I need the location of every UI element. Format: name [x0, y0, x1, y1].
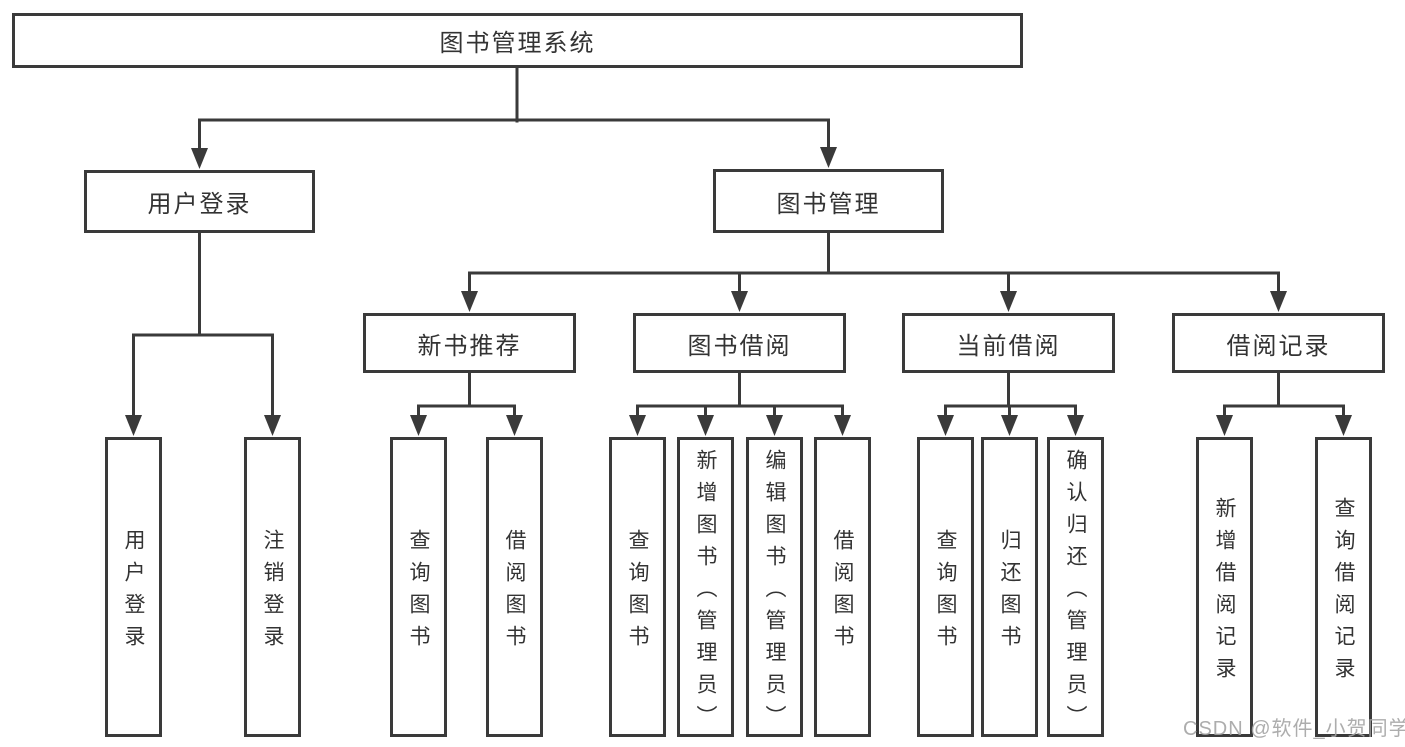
arrowhead-icon	[834, 415, 851, 436]
leaf-recommend-query-books: 查询图书	[390, 437, 447, 737]
leaf-label: 确认归还（管理员）	[1064, 448, 1087, 737]
arrowhead-icon	[1216, 415, 1233, 436]
arrowhead-icon	[191, 148, 208, 169]
leaf-borrow-edit-books-admin: 编辑图书（管理员）	[746, 437, 803, 737]
node-book-borrow: 图书借阅	[633, 313, 846, 373]
node-borrow-records: 借阅记录	[1172, 313, 1385, 373]
node-library-system: 图书管理系统	[12, 13, 1023, 68]
leaf-recommend-borrow-books: 借阅图书	[486, 437, 543, 737]
arrowhead-icon	[506, 415, 523, 436]
node-book-management: 图书管理	[713, 169, 944, 233]
arrowhead-icon	[410, 415, 427, 436]
leaf-records-add-record: 新增借阅记录	[1196, 437, 1253, 737]
leaf-logout: 注销登录	[244, 437, 301, 737]
leaf-label: 归还图书	[998, 528, 1021, 657]
node-user-login: 用户登录	[84, 170, 315, 233]
leaf-label: 新增借阅记录	[1213, 496, 1236, 689]
leaf-label: 编辑图书（管理员）	[763, 448, 786, 737]
leaf-borrow-add-books-admin: 新增图书（管理员）	[677, 437, 734, 737]
arrowhead-icon	[766, 415, 783, 436]
leaf-label: 查询图书	[934, 528, 957, 657]
arrowhead-icon	[461, 291, 478, 312]
arrowhead-icon	[1001, 415, 1018, 436]
leaf-label: 借阅图书	[503, 528, 526, 657]
connector-path	[132, 66, 1345, 421]
arrowhead-icon	[820, 147, 837, 168]
leaf-current-return-books: 归还图书	[981, 437, 1038, 737]
leaf-label: 查询借阅记录	[1332, 496, 1355, 689]
arrowhead-icon	[937, 415, 954, 436]
arrowhead-icon	[1000, 291, 1017, 312]
node-current-borrow: 当前借阅	[902, 313, 1115, 373]
leaf-borrow-query-books: 查询图书	[609, 437, 666, 737]
arrowhead-icon	[1270, 291, 1287, 312]
leaf-current-query-books: 查询图书	[917, 437, 974, 737]
arrowhead-icon	[629, 415, 646, 436]
csdn-watermark: CSDN @软件_小贺同学	[1183, 718, 1405, 740]
leaf-label: 用户登录	[122, 528, 145, 657]
leaf-label: 借阅图书	[831, 528, 854, 657]
arrowhead-icon	[697, 415, 714, 436]
leaf-label: 新增图书（管理员）	[694, 448, 717, 737]
arrowhead-icon	[1067, 415, 1084, 436]
leaf-label: 查询图书	[626, 528, 649, 657]
leaf-current-confirm-return-admin: 确认归还（管理员）	[1047, 437, 1104, 737]
node-new-book-recommend: 新书推荐	[363, 313, 576, 373]
leaf-borrow-borrow-books: 借阅图书	[814, 437, 871, 737]
arrowhead-icon	[1335, 415, 1352, 436]
leaf-user-login: 用户登录	[105, 437, 162, 737]
leaf-records-query-record: 查询借阅记录	[1315, 437, 1372, 737]
arrowhead-icon	[731, 291, 748, 312]
arrowhead-icon	[264, 415, 281, 436]
arrowhead-icon	[125, 415, 142, 436]
leaf-label: 查询图书	[407, 528, 430, 657]
leaf-label: 注销登录	[261, 528, 284, 657]
